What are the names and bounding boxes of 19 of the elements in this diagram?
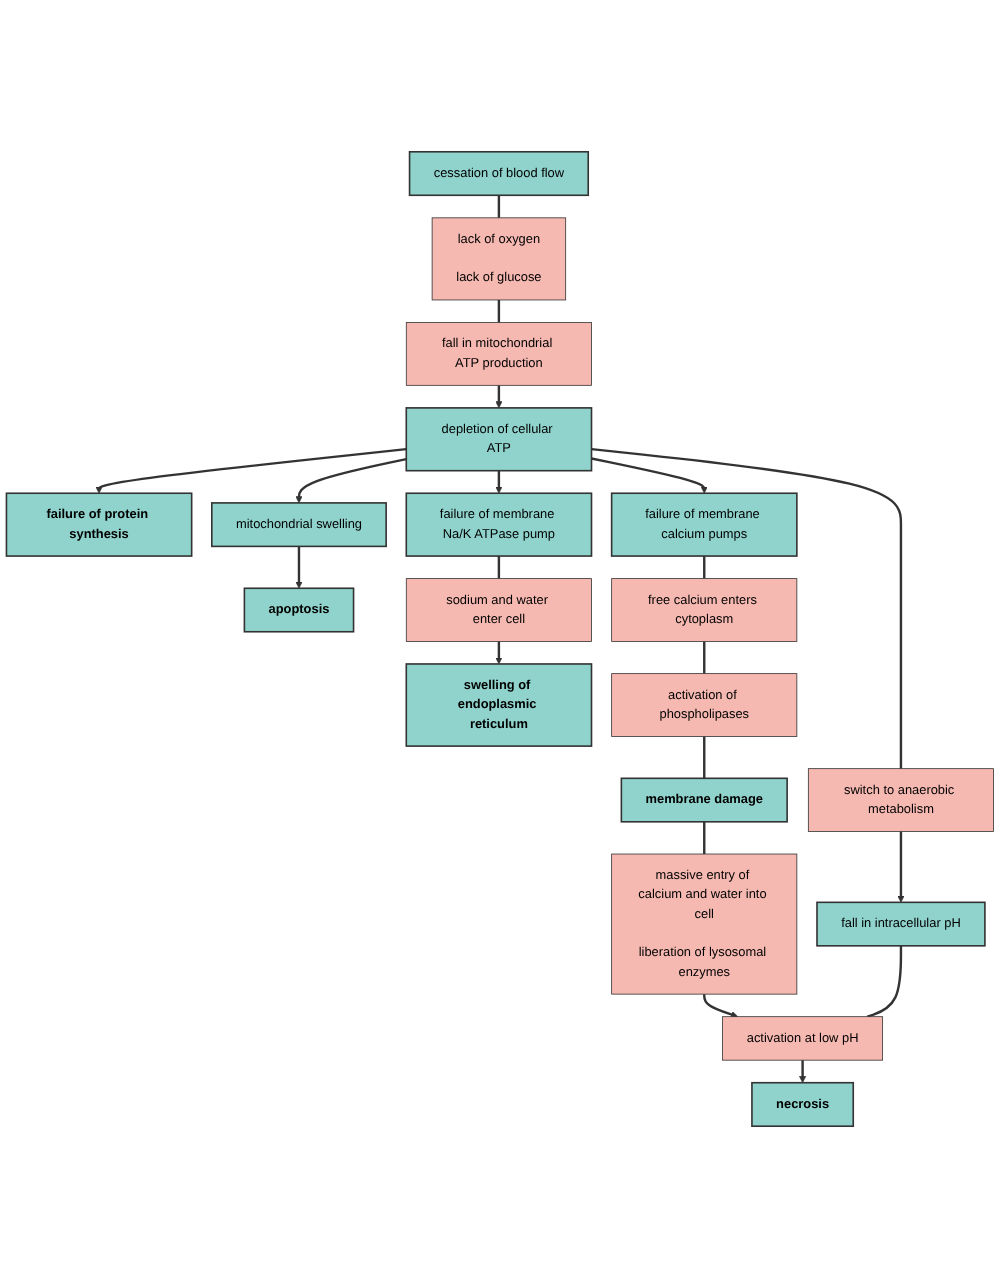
connector [703, 556, 706, 579]
arrow [95, 447, 407, 494]
arrow [495, 470, 503, 494]
arrow [591, 457, 708, 494]
arrow [495, 385, 503, 409]
connector [867, 945, 903, 1018]
arrow [799, 1060, 807, 1084]
arrow [295, 546, 303, 589]
arrow [495, 641, 503, 665]
arrow [295, 457, 407, 504]
connector [703, 641, 706, 674]
connector [497, 195, 501, 218]
connector [497, 556, 501, 579]
arrow [897, 831, 905, 903]
connector [703, 736, 706, 779]
connector [703, 821, 706, 854]
connector [497, 299, 501, 323]
arrow [703, 994, 739, 1018]
connector [591, 447, 903, 769]
